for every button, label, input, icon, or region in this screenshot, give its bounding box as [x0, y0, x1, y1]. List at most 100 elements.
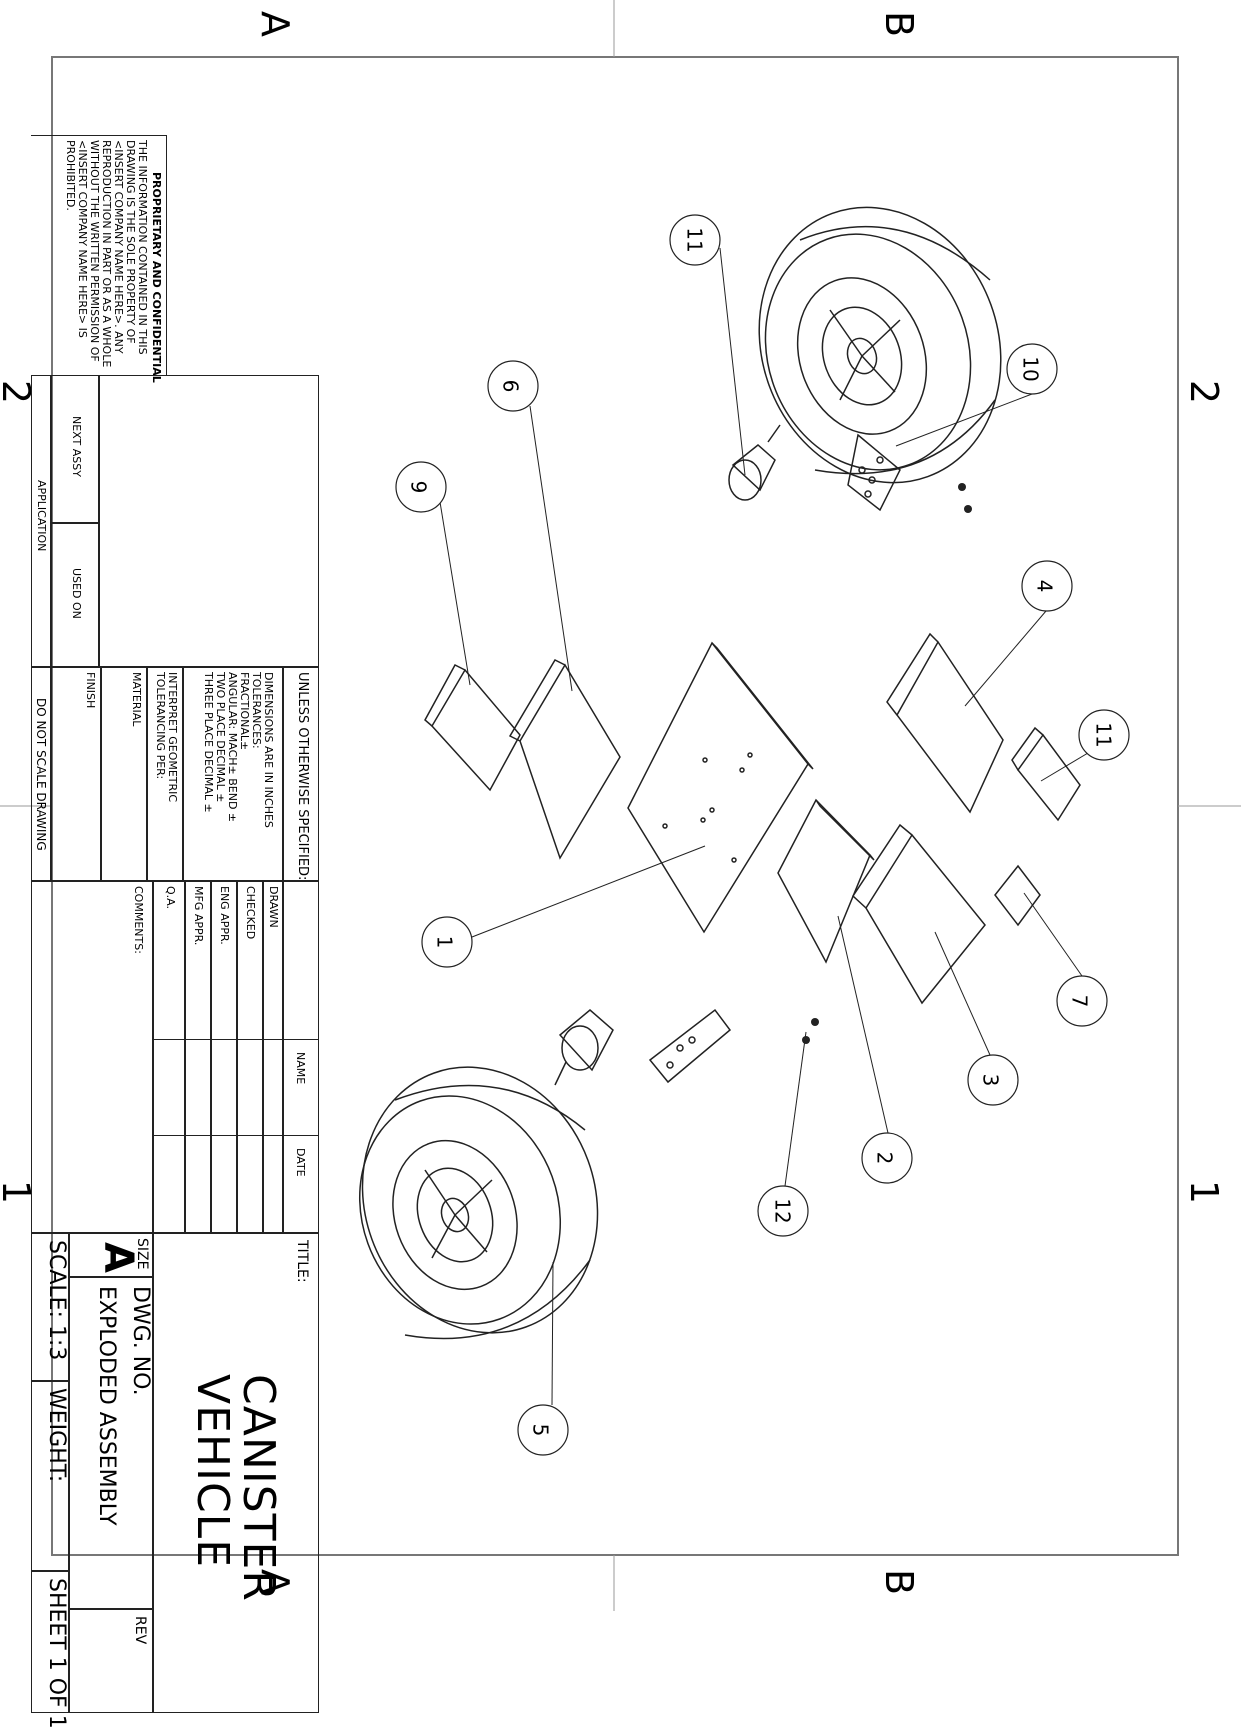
- next-assy-label: NEXT ASSY: [70, 416, 83, 477]
- balloon-2: 2: [872, 1151, 897, 1165]
- balloon-12: 12: [770, 1198, 795, 1224]
- title-line-2: VEHICLE: [187, 1374, 238, 1568]
- balloon-6: 6: [498, 379, 523, 393]
- dims-line-3: FRACTIONAL±: [238, 672, 251, 751]
- name-date-header: NAME DATE: [283, 881, 319, 1233]
- row-checked: CHECKED: [237, 881, 263, 1233]
- title-label: TITLE:: [294, 1240, 310, 1283]
- row-qa: Q.A.: [153, 881, 185, 1233]
- dwg-no-value: EXPLODED ASSEMBLY: [94, 1286, 119, 1526]
- material-label: MATERIAL: [130, 672, 143, 727]
- dwg-no-cell: DWG. NO. EXPLODED ASSEMBLY: [69, 1277, 153, 1609]
- unless-cell: UNLESS OTHERWISE SPECIFIED:: [283, 667, 319, 881]
- row-eng-appr: ENG APPR.: [211, 881, 237, 1233]
- block-4: [886, 632, 1004, 814]
- name-date-divider-1: [153, 1039, 319, 1040]
- balloon-11-top: 11: [682, 227, 707, 253]
- dims-line-1: DIMENSIONS ARE IN INCHES: [262, 672, 275, 828]
- base-plate: [627, 641, 814, 934]
- bracket-lower: [648, 1008, 732, 1084]
- size-value: A: [95, 1242, 141, 1273]
- leader-lines: [439, 247, 1094, 1406]
- dims-line-5: TWO PLACE DECIMAL ±: [214, 672, 227, 803]
- dims-line-6: THREE PLACE DECIMAL ±: [202, 672, 215, 813]
- block-9: [424, 664, 521, 792]
- title-block: PROPRIETARY AND CONFIDENTIAL THE INFORMA…: [31, 135, 319, 1729]
- row-label-checked: CHECKED: [244, 886, 257, 940]
- dims-line-4: ANGULAR: MACH± BEND ±: [226, 672, 239, 823]
- unless-label: UNLESS OTHERWISE SPECIFIED:: [295, 672, 310, 881]
- switch-7: [994, 864, 1041, 927]
- material-cell: MATERIAL: [101, 667, 147, 881]
- balloon-3: 3: [978, 1073, 1003, 1087]
- battery-box-11: [1011, 726, 1081, 822]
- row-label-qa: Q.A.: [164, 886, 177, 909]
- zone-label-2-right: 2: [1182, 379, 1227, 405]
- size-cell: SIZE A: [69, 1233, 153, 1277]
- wheel-upper: [758, 206, 1002, 484]
- scale-value: SCALE: 1:3: [44, 1240, 69, 1361]
- row-mfg-appr: MFG APPR.: [185, 881, 211, 1233]
- rev-cell: REV: [69, 1609, 153, 1713]
- next-assy-cell: NEXT ASSY: [51, 375, 99, 523]
- proprietary-line-2: DRAWING IS THE SOLE PROPERTY OF: [124, 140, 137, 344]
- balloon-circles: [395, 214, 1130, 1456]
- weight-cell: WEIGHT:: [31, 1381, 69, 1571]
- dims-cell: DIMENSIONS ARE IN INCHES TOLERANCES: FRA…: [183, 667, 283, 881]
- balloon-11-right: 11: [1091, 722, 1116, 748]
- proprietary-line-3: <INSERT COMPANY NAME HERE>. ANY: [112, 140, 125, 354]
- bracket-upper: [847, 433, 901, 512]
- name-column-header: NAME: [294, 1052, 307, 1085]
- proprietary-heading: PROPRIETARY AND CONFIDENTIAL: [150, 172, 163, 383]
- balloon-10: 10: [1018, 356, 1043, 382]
- do-not-scale-cell: DO NOT SCALE DRAWING: [31, 667, 51, 881]
- application-label: APPLICATION: [35, 480, 48, 552]
- row-label-drawn: DRAWN: [267, 886, 280, 928]
- application-cell: APPLICATION: [31, 375, 51, 667]
- wheel-lower: [358, 1066, 599, 1340]
- drawing-canvas: [0, 0, 1241, 1611]
- weight-label: WEIGHT:: [44, 1388, 69, 1483]
- block-6: [508, 659, 621, 860]
- motor-lower: [554, 1009, 614, 1086]
- left-grid: [99, 375, 319, 667]
- screws-lower: [802, 1018, 819, 1044]
- motor-upper: [728, 424, 781, 501]
- row-comments: COMMENTS:: [31, 881, 153, 1233]
- dwg-no-label: DWG. NO.: [128, 1286, 153, 1396]
- proprietary-line-1: THE INFORMATION CONTAINED IN THIS: [136, 140, 149, 355]
- sheet-value: SHEET 1 OF 1: [44, 1578, 69, 1729]
- do-not-scale-label: DO NOT SCALE DRAWING: [34, 698, 48, 851]
- zone-label-b-top: B: [877, 10, 922, 38]
- scale-cell: SCALE: 1:3: [31, 1233, 69, 1381]
- proprietary-line-6: <INSERT COMPANY NAME HERE> IS: [76, 140, 89, 338]
- interpret-cell: INTERPRET GEOMETRIC TOLERANCING PER:: [147, 667, 183, 881]
- title-line-1: CANISTER: [233, 1374, 284, 1602]
- used-on-label: USED ON: [70, 568, 83, 619]
- name-date-divider-2: [153, 1135, 319, 1136]
- dims-line-2: TOLERANCES:: [250, 672, 263, 749]
- sheet-cell: SHEET 1 OF 1: [31, 1571, 69, 1729]
- tolerancing-label: TOLERANCING PER:: [154, 672, 167, 780]
- screws-upper: [958, 483, 972, 513]
- proprietary-line-4: REPRODUCTION IN PART OR AS A WHOLE: [100, 140, 113, 368]
- balloon-5: 5: [528, 1423, 553, 1437]
- zone-label-b-bottom: B: [877, 1568, 922, 1596]
- balloon-7: 7: [1067, 994, 1092, 1008]
- balloon-4: 4: [1032, 579, 1057, 593]
- title-cell: TITLE: CANISTER VEHICLE: [153, 1233, 319, 1713]
- used-on-cell: USED ON: [51, 523, 99, 667]
- date-column-header: DATE: [294, 1148, 307, 1177]
- finish-cell: FINISH: [51, 667, 101, 881]
- zone-label-a-top: A: [253, 11, 297, 37]
- row-label-eng-appr: ENG APPR.: [218, 886, 231, 945]
- plate-2: [777, 798, 875, 964]
- proprietary-line-7: PROHIBITED.: [64, 140, 77, 211]
- balloon-1: 1: [432, 935, 457, 949]
- interpret-label: INTERPRET GEOMETRIC: [166, 672, 179, 803]
- proprietary-line-5: WITHOUT THE WRITTEN PERMISSION OF: [88, 140, 101, 362]
- block-3: [852, 823, 986, 1005]
- row-drawn: DRAWN: [263, 881, 283, 1233]
- finish-label: FINISH: [84, 672, 97, 709]
